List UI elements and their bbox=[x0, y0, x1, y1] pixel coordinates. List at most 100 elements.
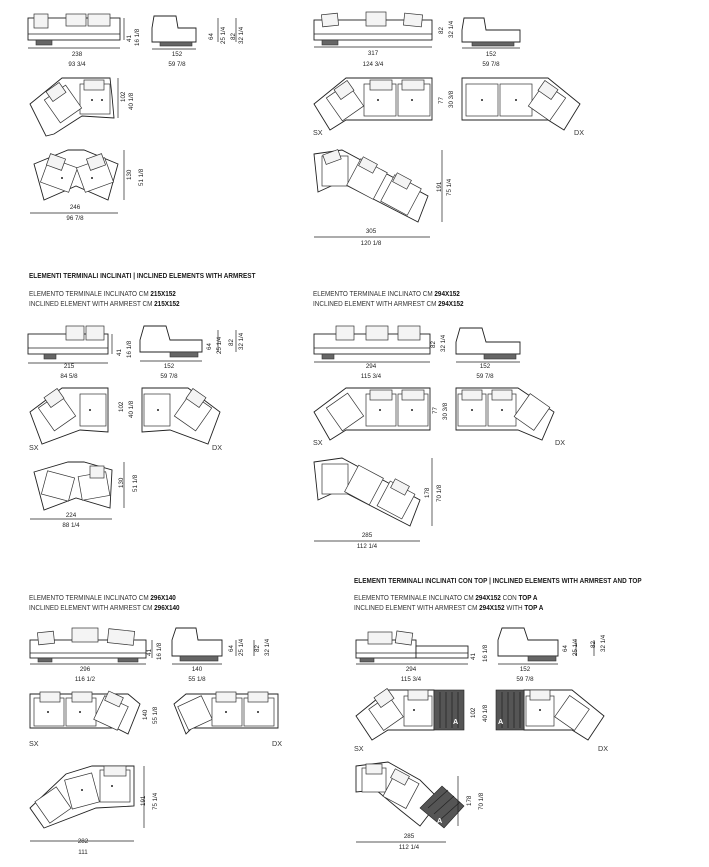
dim-label: 64 bbox=[206, 343, 213, 350]
dim-label: 25 1/4 bbox=[238, 638, 245, 656]
dim-label: 82 bbox=[438, 27, 445, 34]
dim-label: 178 bbox=[424, 487, 431, 498]
dim-label: 152 bbox=[479, 363, 491, 370]
corner-plan-102 bbox=[29, 77, 119, 137]
dim-label: 102 bbox=[470, 707, 477, 718]
dim-label: 25 1/4 bbox=[220, 26, 227, 44]
corner-plan-224 bbox=[30, 461, 125, 520]
dim-label: 82 bbox=[230, 33, 237, 40]
corner-plan-305 bbox=[313, 149, 443, 238]
dim-label: 64 bbox=[208, 33, 215, 40]
dim-label: 41 bbox=[146, 649, 153, 656]
side-label-dx: DX bbox=[555, 438, 565, 447]
dim-label: 238 bbox=[71, 51, 83, 58]
dim-label: 282 bbox=[77, 838, 89, 845]
dim-label: 305 bbox=[365, 228, 377, 235]
block-top-en: INCLINED ELEMENT WITH ARMREST CM 294X152… bbox=[354, 603, 544, 612]
dim-label: 59 7/8 bbox=[476, 373, 494, 380]
front-view-215 bbox=[27, 325, 113, 364]
dim-label: 130 bbox=[118, 477, 125, 488]
dim-label: 77 bbox=[438, 97, 445, 104]
dim-label: 124 3/4 bbox=[362, 61, 384, 68]
dim-label: 115 3/4 bbox=[400, 676, 422, 683]
dim-label: 82 bbox=[430, 341, 437, 348]
dim-label: 41 bbox=[126, 35, 133, 42]
dim-label: 140 bbox=[191, 666, 203, 673]
top-a-mark: A bbox=[498, 717, 504, 726]
dim-label: 317 bbox=[367, 50, 379, 57]
dim-label: 96 7/8 bbox=[66, 215, 84, 222]
block-215-it: ELEMENTO TERMINALE INCLINATO CM 215X152 bbox=[29, 289, 176, 298]
dim-label: 102 bbox=[120, 91, 127, 102]
dim-label: 152 bbox=[171, 51, 183, 58]
dim-label: 75 1/4 bbox=[152, 792, 159, 810]
side-label-dx: DX bbox=[212, 443, 222, 452]
side-label-sx: SX bbox=[313, 128, 323, 137]
dim-label: 59 7/8 bbox=[482, 61, 500, 68]
dim-label: 30 3/8 bbox=[442, 402, 449, 420]
corner-plan-sx-296 bbox=[29, 690, 141, 735]
dim-label: 16 1/8 bbox=[126, 340, 133, 358]
side-view-152c bbox=[139, 325, 237, 362]
dim-label: 111 bbox=[78, 849, 88, 856]
dim-label: 294 bbox=[365, 363, 377, 370]
dim-label: 40 1/8 bbox=[128, 92, 135, 110]
dim-label: 82 bbox=[228, 339, 235, 346]
dim-label: 70 1/8 bbox=[478, 792, 485, 810]
section-title-armrest: ELEMENTI TERMINALI INCLINATI | INCLINED … bbox=[29, 271, 256, 280]
side-view-152e bbox=[497, 627, 595, 665]
dim-label: 285 bbox=[361, 532, 373, 539]
dim-label: 16 1/8 bbox=[482, 644, 489, 662]
dim-label: 64 bbox=[228, 645, 235, 652]
side-label-dx: DX bbox=[598, 744, 608, 753]
corner-plan-sx-215 bbox=[29, 387, 109, 445]
dim-label: 246 bbox=[69, 204, 81, 211]
block-215-en: INCLINED ELEMENT WITH ARMREST CM 215X152 bbox=[29, 299, 180, 308]
dim-label: 140 bbox=[142, 709, 149, 720]
front-view-317 bbox=[313, 11, 433, 48]
dim-label: 30 3/8 bbox=[448, 90, 455, 108]
dim-label: 51 1/8 bbox=[132, 474, 139, 492]
side-label-sx: SX bbox=[354, 744, 364, 753]
dim-label: 152 bbox=[519, 666, 531, 673]
dim-label: 59 7/8 bbox=[160, 373, 178, 380]
dim-label: 32 1/4 bbox=[600, 634, 607, 652]
corner-plan-sx-top bbox=[355, 688, 465, 741]
front-view-294-top bbox=[355, 630, 469, 665]
dim-label: 285 bbox=[403, 833, 415, 840]
dim-label: 102 bbox=[118, 401, 125, 412]
dim-label: 16 1/8 bbox=[156, 642, 163, 660]
side-label-sx: SX bbox=[313, 438, 323, 447]
dim-label: 75 1/4 bbox=[446, 178, 453, 196]
dim-label: 112 1/4 bbox=[356, 543, 378, 550]
dim-label: 116 1/2 bbox=[74, 676, 96, 683]
dim-label: 77 bbox=[432, 407, 439, 414]
dim-label: 59 7/8 bbox=[516, 676, 534, 683]
dim-label: 130 bbox=[126, 169, 133, 180]
dim-label: 93 3/4 bbox=[68, 61, 86, 68]
block-294-en: INCLINED ELEMENT WITH ARMREST CM 294X152 bbox=[313, 299, 464, 308]
corner-plan-sx-77 bbox=[313, 77, 433, 131]
side-view-152a bbox=[151, 15, 237, 50]
dim-label: 82 bbox=[590, 641, 597, 648]
side-view-152b bbox=[461, 17, 521, 49]
front-view-296 bbox=[29, 627, 153, 665]
dim-label: 152 bbox=[485, 51, 497, 58]
dim-label: 55 1/8 bbox=[188, 676, 206, 683]
corner-plan-285b-top bbox=[355, 761, 465, 843]
block-top-it: ELEMENTO TERMINALE INCLINATO CM 294X152 … bbox=[354, 593, 538, 602]
side-label-dx: DX bbox=[574, 128, 584, 137]
dim-label: 120 1/8 bbox=[360, 240, 382, 247]
dim-label: 51 1/8 bbox=[138, 168, 145, 186]
corner-plan-dx-215 bbox=[141, 387, 221, 445]
corner-plan-285a bbox=[313, 457, 433, 542]
dim-label: 40 1/8 bbox=[128, 400, 135, 418]
dim-label: 32 1/4 bbox=[440, 334, 447, 352]
corner-plan-246 bbox=[30, 149, 125, 214]
dim-label: 32 1/4 bbox=[238, 26, 245, 44]
front-view-294 bbox=[313, 325, 431, 363]
top-a-mark: A bbox=[437, 816, 443, 825]
dim-label: 25 1/4 bbox=[216, 336, 223, 354]
side-label-sx: SX bbox=[29, 443, 39, 452]
